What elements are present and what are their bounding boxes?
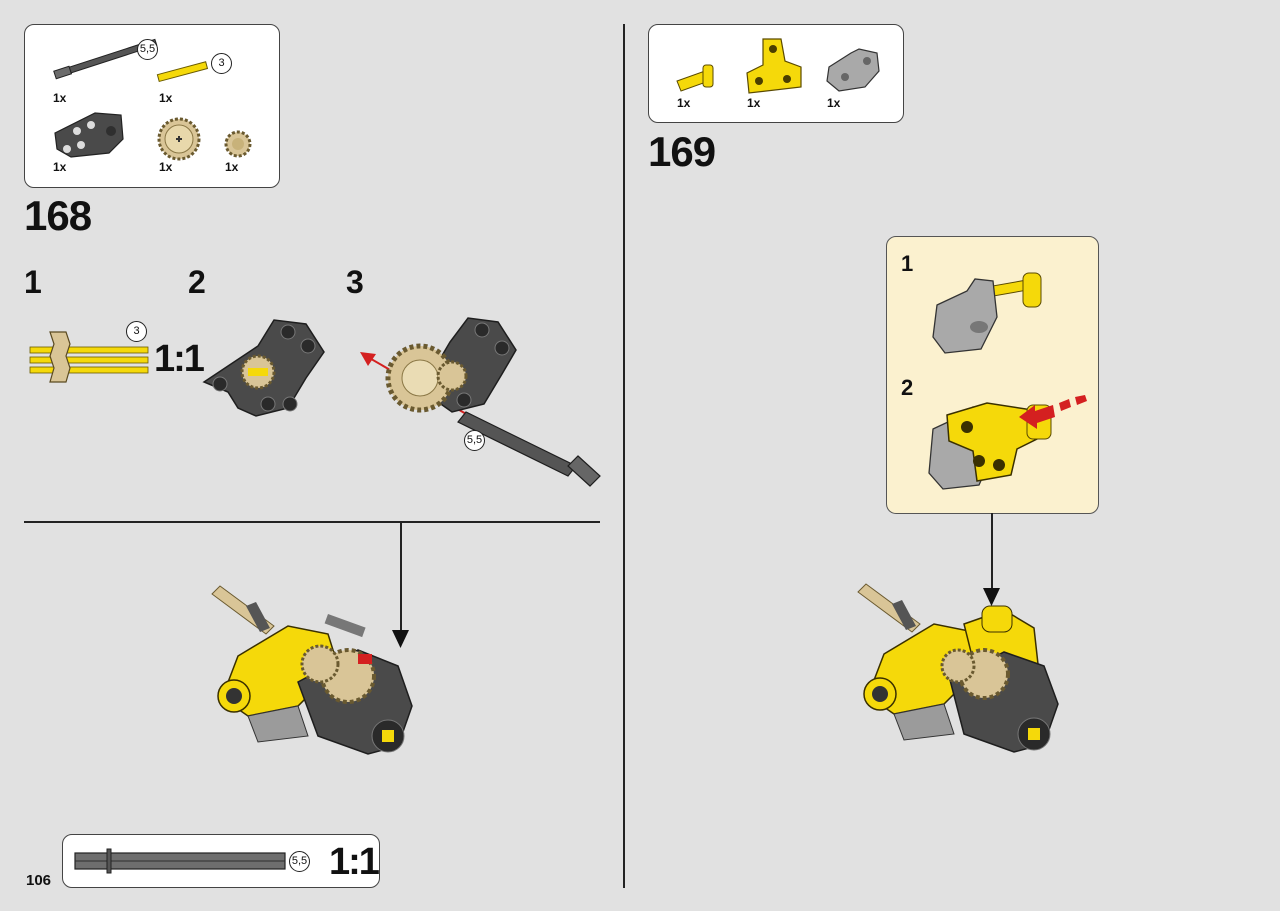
gear-12-tooth-icon [224,130,252,158]
axle-length-3-badge: 3 [211,53,232,74]
axle-length-3-badge-sub1: 3 [126,321,147,342]
qty-axle-3: 1x [159,91,173,105]
qty-steering-bracket: 1x [53,160,67,174]
page-center-divider [623,24,625,888]
qty-gear-12: 1x [225,160,239,174]
axle-pin-yellow-icon [676,64,714,92]
bracket-gear-assembly-icon [385,317,517,413]
scale-axle-box: 5,5 1:1 [62,834,380,888]
axle-3-yellow-icon [156,61,209,83]
t-beam-yellow-icon [746,38,802,94]
axle-length-5.5-badge: 5,5 [137,39,158,60]
result-pointer-line [400,522,402,634]
result-pointer-arrowhead [392,630,409,648]
callout-substep-1: 1 [901,251,914,276]
parts-list-169: 1x 1x 1x [648,24,904,123]
step-number-168: 168 [24,192,92,239]
qty-bracket: 1x [827,96,841,110]
axle-5.5-scale-icon [74,848,286,874]
substep-2: 2 [188,264,206,300]
substep-3: 3 [346,264,364,300]
assembly-result-168-icon [211,585,413,755]
substep-divider [24,521,600,523]
axle-length-5.5-badge-sub3: 5,5 [464,430,485,451]
bracket-with-pin-icon [932,272,1042,354]
axle-length-5.5-badge-footer: 5,5 [289,851,310,872]
axle-with-gear-scale-icon [29,331,149,383]
axle-5.5-insert-icon [457,411,601,487]
substep-1: 1 [24,264,42,300]
bracket-with-small-gear-icon [202,319,325,417]
scale-ratio-label: 1:1 [154,338,205,380]
page-number: 106 [26,872,52,889]
qty-t-beam: 1x [747,96,761,110]
parts-list-168: 5,5 1x 3 1x 1x 1x 1x [24,24,280,188]
footer-scale-ratio-label: 1:1 [329,841,380,883]
step-number-169: 169 [648,128,716,175]
qty-axle-pin: 1x [677,96,691,110]
callout-substep-2: 2 [901,375,914,400]
callout-pointer-arrowhead [983,588,1000,606]
bracket-gray-icon [826,48,880,92]
qty-gear-20: 1x [159,160,173,174]
steering-bracket-icon [54,112,124,158]
sub-assembly-callout: 1 2 [886,236,1099,514]
assembly-result-169-icon [857,583,1059,753]
gear-20-tooth-icon [157,117,201,161]
callout-pointer-line [991,513,993,593]
insert-red-arrow [1019,395,1087,429]
qty-axle-5.5: 1x [53,91,67,105]
